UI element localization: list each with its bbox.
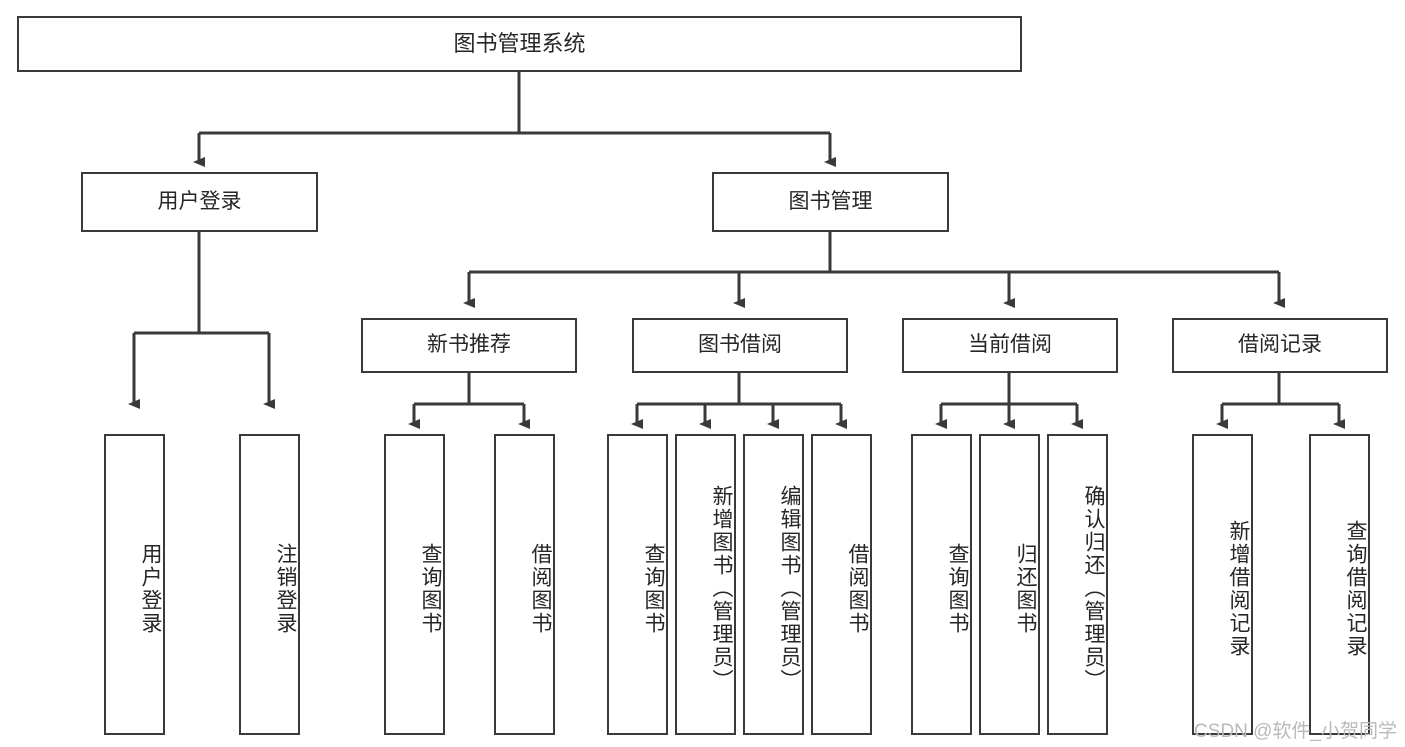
node-label: 用户登录 xyxy=(157,189,242,213)
node-label: 新书推荐 xyxy=(427,333,511,357)
node-label: 用户登录 xyxy=(139,542,162,635)
node-label: 新增借阅记录 xyxy=(1227,519,1250,658)
node-label: 借阅记录 xyxy=(1238,333,1322,357)
leaf-record-add-borrow-record[interactable]: 新增借阅记录 xyxy=(1192,434,1253,735)
node-label: 归还图书 xyxy=(1014,542,1037,635)
node-new-book-recommend[interactable]: 新书推荐 xyxy=(361,318,577,373)
leaf-current-query-book[interactable]: 查询图书 xyxy=(911,434,972,735)
node-label: 借阅图书 xyxy=(529,542,552,635)
node-label: 图书管理 xyxy=(788,189,873,213)
leaf-borrow-borrow-book[interactable]: 借阅图书 xyxy=(811,434,872,735)
node-label: 确认归还（管理员） xyxy=(1082,485,1105,692)
node-borrow-record[interactable]: 借阅记录 xyxy=(1172,318,1388,373)
leaf-borrow-edit-book-admin[interactable]: 编辑图书（管理员） xyxy=(743,434,804,735)
node-label: 查询图书 xyxy=(642,542,665,635)
leaf-record-query-borrow-record[interactable]: 查询借阅记录 xyxy=(1309,434,1370,735)
leaf-newbook-query-book[interactable]: 查询图书 xyxy=(384,434,445,735)
node-root-book-management-system[interactable]: 图书管理系统 xyxy=(17,16,1022,72)
node-label: 注销登录 xyxy=(274,542,297,635)
node-label: 当前借阅 xyxy=(968,333,1052,357)
leaf-current-confirm-return-admin[interactable]: 确认归还（管理员） xyxy=(1047,434,1108,735)
leaf-newbook-borrow-book[interactable]: 借阅图书 xyxy=(494,434,555,735)
node-user-login[interactable]: 用户登录 xyxy=(81,172,318,232)
node-label: 查询图书 xyxy=(419,542,442,635)
leaf-borrow-add-book-admin[interactable]: 新增图书（管理员） xyxy=(675,434,736,735)
node-label: 编辑图书（管理员） xyxy=(778,485,801,692)
node-book-borrow[interactable]: 图书借阅 xyxy=(632,318,848,373)
watermark-text: CSDN @软件_小贺同学 xyxy=(1194,721,1397,742)
leaf-borrow-query-book[interactable]: 查询图书 xyxy=(607,434,668,735)
node-label: 图书借阅 xyxy=(698,333,782,357)
node-label: 查询借阅记录 xyxy=(1344,519,1367,658)
node-label: 图书管理系统 xyxy=(453,30,586,56)
node-label: 借阅图书 xyxy=(846,542,869,635)
node-label: 查询图书 xyxy=(946,542,969,635)
leaf-user-login-signout[interactable]: 注销登录 xyxy=(239,434,300,735)
node-current-borrow[interactable]: 当前借阅 xyxy=(902,318,1118,373)
leaf-user-login-signin[interactable]: 用户登录 xyxy=(104,434,165,735)
node-label: 新增图书（管理员） xyxy=(710,485,733,692)
node-book-management[interactable]: 图书管理 xyxy=(712,172,949,232)
leaf-current-return-book[interactable]: 归还图书 xyxy=(979,434,1040,735)
